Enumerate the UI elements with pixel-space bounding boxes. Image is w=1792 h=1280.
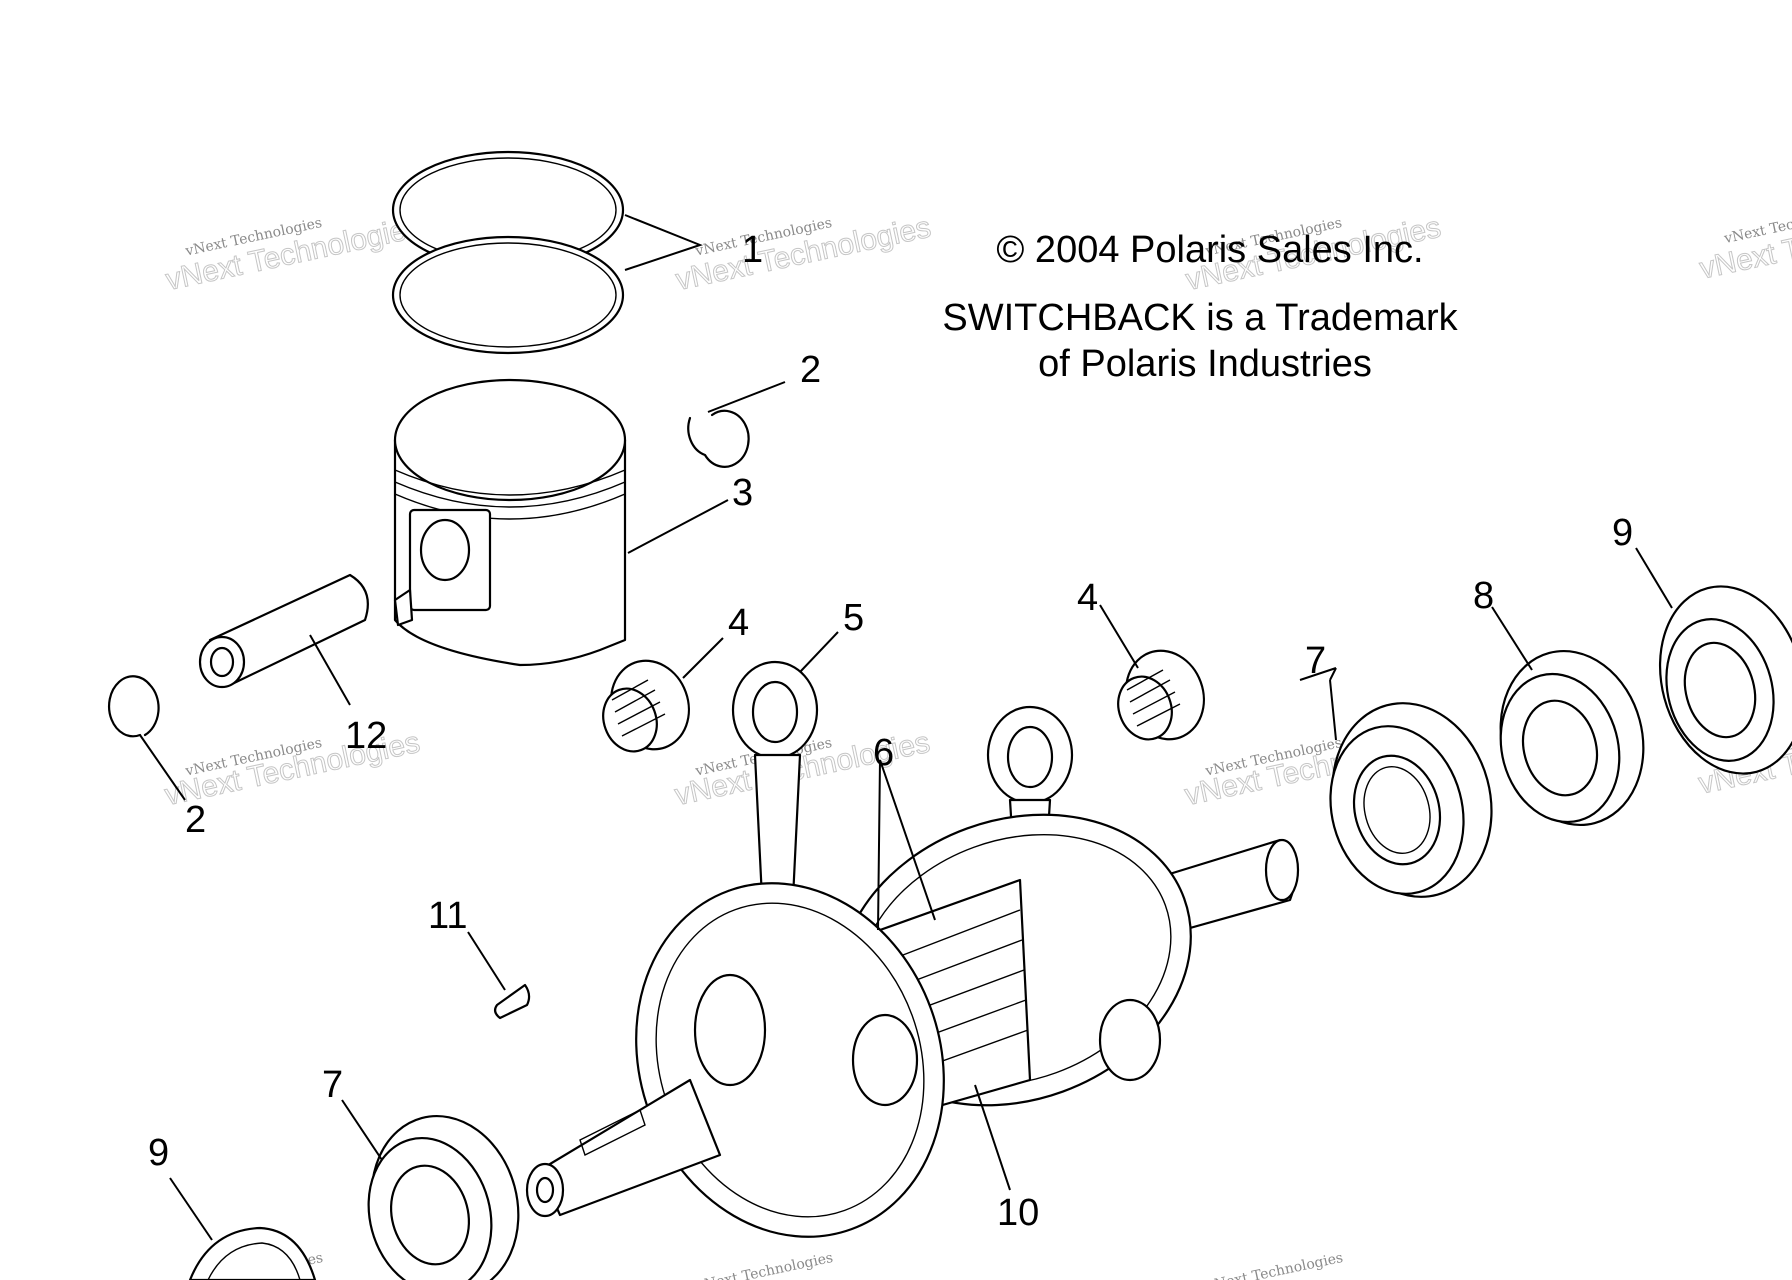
callout-4-right: 4 bbox=[1077, 577, 1098, 619]
circlip-upper bbox=[687, 409, 750, 468]
piston bbox=[393, 378, 627, 667]
woodruff-key bbox=[493, 983, 531, 1020]
callout-2-circlip-upper: 2 bbox=[800, 349, 821, 391]
watermark-small: vNext Technologies bbox=[694, 1250, 834, 1280]
watermark-small: vNext Technologies bbox=[1204, 1250, 1344, 1280]
oil-seal-left bbox=[188, 1226, 317, 1280]
callout-7-right: 7 bbox=[1305, 640, 1326, 682]
callout-8: 8 bbox=[1473, 575, 1494, 617]
callout-5: 5 bbox=[843, 597, 864, 639]
needle-bearing-right bbox=[1117, 649, 1205, 741]
callout-7-left: 7 bbox=[322, 1064, 343, 1106]
circlip-lower bbox=[108, 675, 160, 738]
callout-11: 11 bbox=[428, 895, 467, 937]
callout-1: 1 bbox=[742, 229, 763, 271]
copyright-text: © 2004 Polaris Sales Inc. bbox=[996, 229, 1423, 271]
callout-2-circlip-lower: 2 bbox=[185, 799, 206, 841]
trademark-line-1: SWITCHBACK is a Trademark bbox=[942, 297, 1458, 339]
copyright-notice: © 2004 Polaris Sales Inc. SWITCHBACK is … bbox=[942, 229, 1458, 385]
oil-seal-right bbox=[1658, 585, 1792, 775]
callout-9-left: 9 bbox=[148, 1132, 169, 1174]
callout-10: 10 bbox=[997, 1192, 1039, 1234]
callout-12: 12 bbox=[345, 715, 387, 757]
bearing-8 bbox=[1499, 649, 1645, 827]
callout-6: 6 bbox=[873, 732, 894, 774]
wrist-pin bbox=[198, 573, 369, 689]
trademark-line-2: of Polaris Industries bbox=[1038, 343, 1372, 385]
crankshaft bbox=[525, 813, 1300, 1238]
main-bearing-left bbox=[367, 1114, 520, 1280]
callout-9-right: 9 bbox=[1612, 512, 1633, 554]
piston-rings bbox=[391, 150, 625, 355]
callout-3: 3 bbox=[732, 472, 753, 514]
callout-4-left: 4 bbox=[728, 602, 749, 644]
main-bearing-right bbox=[1329, 702, 1493, 898]
needle-bearing-left bbox=[602, 659, 690, 753]
callout-labels: 1 2 3 12 2 4 5 4 6 10 11 7 8 9 7 9 bbox=[148, 229, 1633, 1234]
leader-lines bbox=[139, 214, 1673, 1241]
